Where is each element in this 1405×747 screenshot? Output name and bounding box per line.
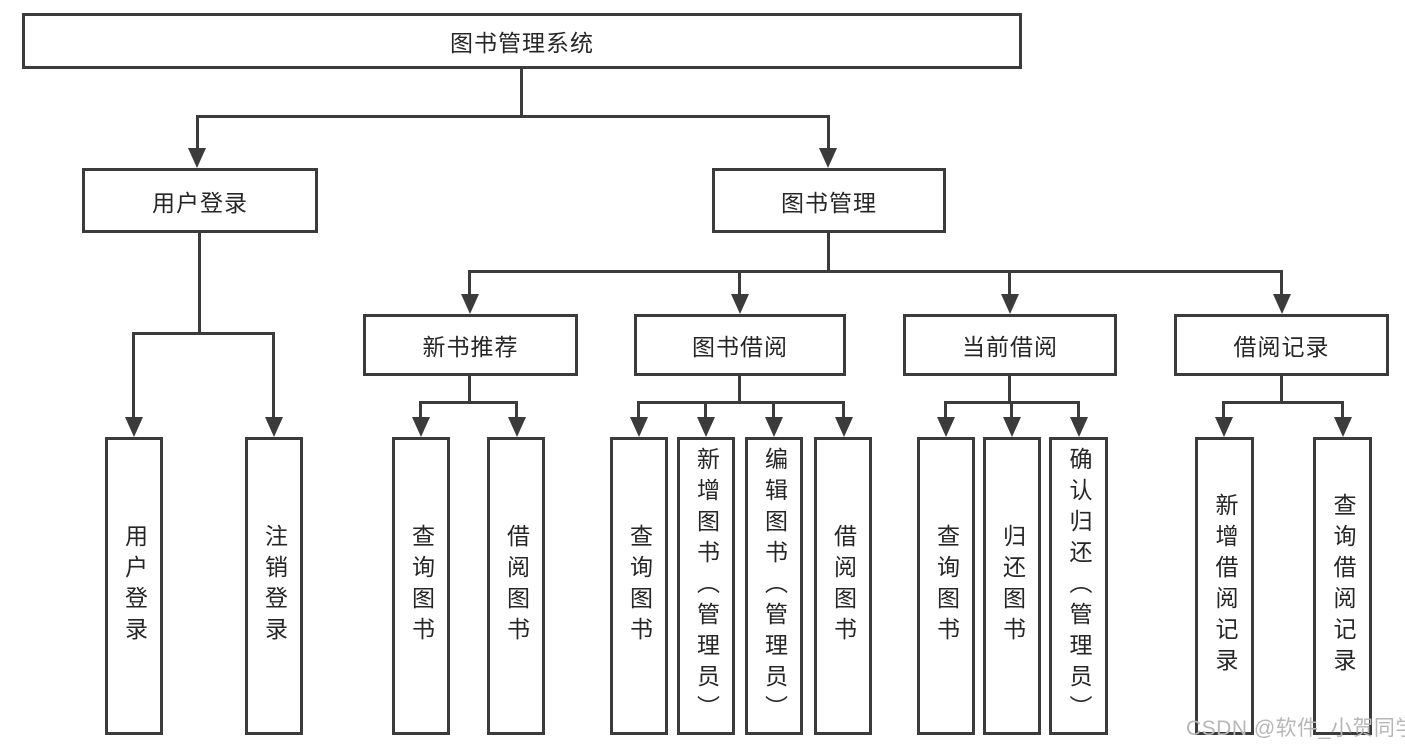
connector-borrowing-split — [637, 401, 845, 404]
leaf-borrow-books-recommend-label: 借阅图书 — [503, 524, 530, 648]
connector-stem-leaf — [515, 401, 518, 417]
leaf-query-books-recommend-label: 查询图书 — [408, 524, 435, 648]
connector-user-login-stem — [198, 233, 201, 335]
leaf-query-borrow-record-label: 查询借阅记录 — [1330, 493, 1356, 679]
leaf-borrow-books-borrowing: 借阅图书 — [814, 437, 872, 735]
arrow-down-icon — [265, 417, 283, 437]
node-book-borrowing: 图书借阅 — [634, 314, 846, 376]
arrow-down-icon — [508, 417, 526, 437]
node-current-borrowing: 当前借阅 — [903, 314, 1117, 376]
connector-stem-book-management — [827, 115, 830, 148]
arrow-down-icon — [1334, 417, 1352, 437]
leaf-confirm-return-admin-label: 确认归还（管理员） — [1066, 446, 1092, 726]
node-new-book-recommend-label: 新书推荐 — [422, 334, 519, 360]
arrow-down-icon — [835, 417, 853, 437]
connector-root-stem — [520, 69, 523, 118]
arrow-down-icon — [731, 294, 749, 314]
connector-records-split — [1222, 401, 1344, 404]
arrow-down-icon — [1001, 294, 1019, 314]
leaf-edit-books-admin-label: 编辑图书（管理员） — [761, 446, 788, 726]
connector-root-split — [196, 115, 830, 118]
arrow-down-icon — [1003, 417, 1021, 437]
leaf-logout-label: 注销登录 — [261, 524, 288, 648]
arrow-down-icon — [937, 417, 955, 437]
node-user-login-group-label: 用户登录 — [152, 189, 248, 216]
arrow-down-icon — [765, 417, 783, 437]
arrow-down-icon — [188, 148, 206, 168]
connector-user-login-split — [132, 332, 275, 335]
leaf-confirm-return-admin: 确认归还（管理员） — [1049, 437, 1108, 735]
leaf-add-borrow-record: 新增借阅记录 — [1195, 437, 1254, 735]
leaf-borrow-books-recommend: 借阅图书 — [487, 437, 545, 735]
arrow-down-icon — [412, 417, 430, 437]
leaf-add-books-admin-label: 新增图书（管理员） — [693, 446, 720, 726]
connector-stem-level3 — [1008, 270, 1011, 294]
connector-stem-leaf — [132, 332, 135, 417]
connector-stem-level3 — [738, 270, 741, 294]
arrow-down-icon — [1215, 417, 1233, 437]
node-root-label: 图书管理系统 — [450, 30, 594, 56]
leaf-query-books-current-label: 查询图书 — [933, 524, 960, 648]
leaf-add-borrow-record-label: 新增借阅记录 — [1212, 493, 1238, 679]
leaf-query-books-recommend: 查询图书 — [392, 437, 450, 735]
connector-stem-level3 — [468, 270, 471, 294]
node-new-book-recommend: 新书推荐 — [363, 314, 578, 376]
leaf-borrow-books-borrowing-label: 借阅图书 — [830, 524, 857, 648]
connector-stem-leaf — [1010, 401, 1013, 417]
connector-borrowing-stem — [738, 376, 741, 404]
connector-stem-leaf — [1077, 401, 1080, 417]
connector-stem-leaf — [944, 401, 947, 417]
node-root-library-system: 图书管理系统 — [22, 13, 1022, 69]
arrow-down-icon — [697, 417, 715, 437]
watermark: CSDN @软件_小贺同学 — [1186, 717, 1405, 740]
leaf-query-books-borrowing: 查询图书 — [610, 437, 668, 735]
connector-stem-leaf — [1341, 401, 1344, 417]
node-borrowing-records: 借阅记录 — [1174, 314, 1389, 376]
arrow-down-icon — [125, 417, 143, 437]
leaf-query-borrow-record: 查询借阅记录 — [1313, 437, 1372, 735]
leaf-return-books-label: 归还图书 — [999, 524, 1026, 648]
leaf-return-books: 归还图书 — [983, 437, 1041, 735]
connector-current-stem — [1008, 376, 1011, 404]
arrow-down-icon — [1070, 417, 1088, 437]
leaf-add-books-admin: 新增图书（管理员） — [677, 437, 735, 735]
connector-book-management-split — [468, 270, 1283, 273]
node-user-login-group: 用户登录 — [82, 168, 318, 233]
connector-stem-leaf — [772, 401, 775, 417]
node-book-borrowing-label: 图书借阅 — [692, 334, 788, 360]
arrow-down-icon — [819, 148, 837, 168]
arrow-down-icon — [630, 417, 648, 437]
leaf-query-books-current: 查询图书 — [917, 437, 975, 735]
connector-recommend-stem — [468, 376, 471, 404]
arrow-down-icon — [1273, 294, 1291, 314]
node-current-borrowing-label: 当前借阅 — [962, 334, 1058, 360]
connector-stem-leaf — [704, 401, 707, 417]
node-book-management-group-label: 图书管理 — [781, 189, 877, 216]
connector-stem-leaf — [637, 401, 640, 417]
leaf-edit-books-admin: 编辑图书（管理员） — [745, 437, 803, 735]
connector-stem-leaf — [842, 401, 845, 417]
connector-stem-leaf — [272, 332, 275, 417]
connector-stem-user-login — [196, 115, 199, 148]
leaf-query-books-borrowing-label: 查询图书 — [626, 524, 653, 648]
connector-stem-level3 — [1280, 270, 1283, 294]
connector-records-stem — [1280, 376, 1283, 404]
arrow-down-icon — [461, 294, 479, 314]
connector-book-management-stem — [827, 233, 830, 273]
leaf-logout: 注销登录 — [245, 437, 303, 735]
leaf-user-login-label: 用户登录 — [121, 524, 148, 648]
connector-recommend-split — [419, 401, 518, 404]
node-borrowing-records-label: 借阅记录 — [1233, 334, 1330, 360]
connector-stem-leaf — [419, 401, 422, 417]
node-book-management-group: 图书管理 — [712, 168, 946, 233]
leaf-user-login: 用户登录 — [105, 437, 163, 735]
connector-stem-leaf — [1222, 401, 1225, 417]
